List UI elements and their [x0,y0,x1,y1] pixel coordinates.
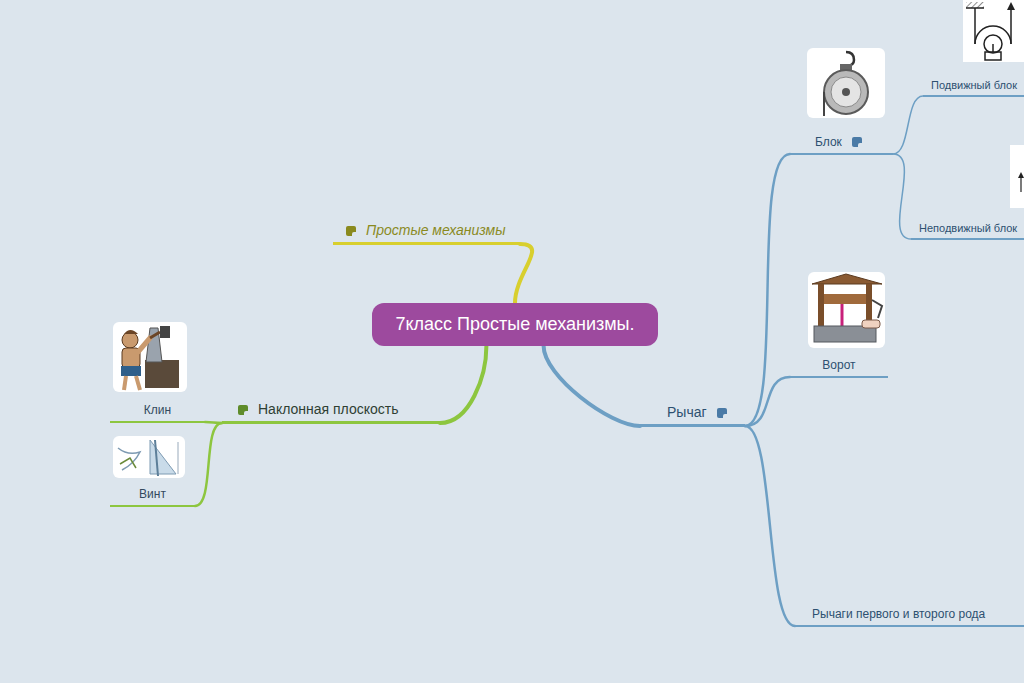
topic-label: Простые механизмы [366,222,506,242]
branch-line [745,154,790,426]
note-icon [238,405,248,415]
topic: Ворот [790,354,888,378]
note-icon [346,226,356,236]
topic-label: Винт [139,487,166,505]
note-icon [852,137,862,147]
topic: Рычаги первого и второго рода [795,603,1024,627]
branch-line [195,423,222,506]
topic-label: Подвижный блок [931,79,1017,95]
topic-label: Рычаг [667,404,707,424]
topic-label: 7класс Простые механизмы. [395,314,634,335]
topic: Подвижный блок [923,75,1024,97]
topic-label: Ворот [822,358,855,376]
topic-label: Наклонная плоскость [258,401,398,421]
topic: Рычаг [640,401,745,427]
branch-line [893,96,923,154]
wedge-picture [113,322,187,392]
topic: Винт [110,483,195,507]
branch-line [440,346,486,423]
branch-line [745,377,790,426]
topic: Неподвижный блок [911,218,1024,240]
topic-label: Рычаги первого и второго рода [812,607,985,625]
topic: Клин [110,399,205,423]
windlass-picture [808,272,885,348]
fixed-pulley-picture [1010,145,1024,208]
topic-label: Клин [144,403,171,421]
central-topic: 7класс Простые механизмы. [372,303,658,346]
branch-line [893,154,911,239]
topic: Блок [790,131,893,155]
movable-pulley-picture [963,0,1024,62]
screw-picture [113,436,185,478]
note-icon [717,408,727,418]
topic: Наклонная плоскость [222,398,440,424]
topic-label: Неподвижный блок [919,222,1017,238]
branch-line [544,346,640,426]
branch-line [745,426,795,626]
topic-label: Блок [815,135,842,153]
pulley-picture [807,48,885,118]
topic: Простые механизмы [333,219,520,245]
branch-line [515,244,532,303]
